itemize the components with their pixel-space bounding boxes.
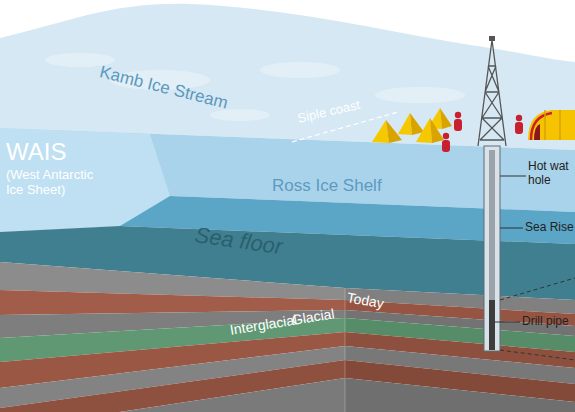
drill-tower bbox=[478, 40, 506, 146]
ice-sheet-label: WAIS bbox=[6, 138, 66, 166]
drill-tower bbox=[489, 36, 495, 41]
person bbox=[454, 119, 462, 131]
block-edge bbox=[345, 288, 346, 412]
ice-sheet-label: (West Antarctic Ice Sheet) bbox=[6, 168, 111, 198]
sea-riser-pipe bbox=[489, 150, 495, 300]
hut bbox=[528, 110, 575, 140]
callout-label: Sea Rise bbox=[525, 221, 574, 235]
leader-line bbox=[495, 322, 520, 323]
tent bbox=[430, 118, 444, 143]
tent bbox=[416, 118, 432, 143]
section-line bbox=[500, 278, 575, 300]
hut-stripe bbox=[531, 113, 552, 140]
leader-line bbox=[500, 176, 526, 177]
person bbox=[455, 112, 461, 118]
ice-surface bbox=[0, 4, 575, 150]
borehole bbox=[484, 146, 500, 351]
callout-label: Drill pipe bbox=[522, 315, 569, 329]
person bbox=[442, 140, 450, 152]
person bbox=[443, 133, 449, 139]
drill-pipe bbox=[489, 300, 495, 350]
section-line bbox=[500, 350, 575, 360]
person bbox=[515, 122, 523, 134]
tent bbox=[386, 120, 402, 143]
sediment-layer bbox=[345, 378, 575, 412]
person bbox=[516, 115, 522, 121]
tent bbox=[398, 113, 412, 135]
leader-line bbox=[500, 228, 523, 229]
tent bbox=[410, 113, 424, 135]
sediment-layer bbox=[0, 378, 345, 412]
tent bbox=[440, 108, 452, 129]
callout-label: Hot wat hole bbox=[528, 160, 574, 188]
snow-drift bbox=[375, 87, 465, 103]
snow-drift bbox=[260, 62, 340, 78]
ice-shelf-label: Ross Ice Shelf bbox=[272, 176, 382, 196]
hut-rib bbox=[545, 110, 560, 140]
hut-door bbox=[534, 124, 540, 140]
